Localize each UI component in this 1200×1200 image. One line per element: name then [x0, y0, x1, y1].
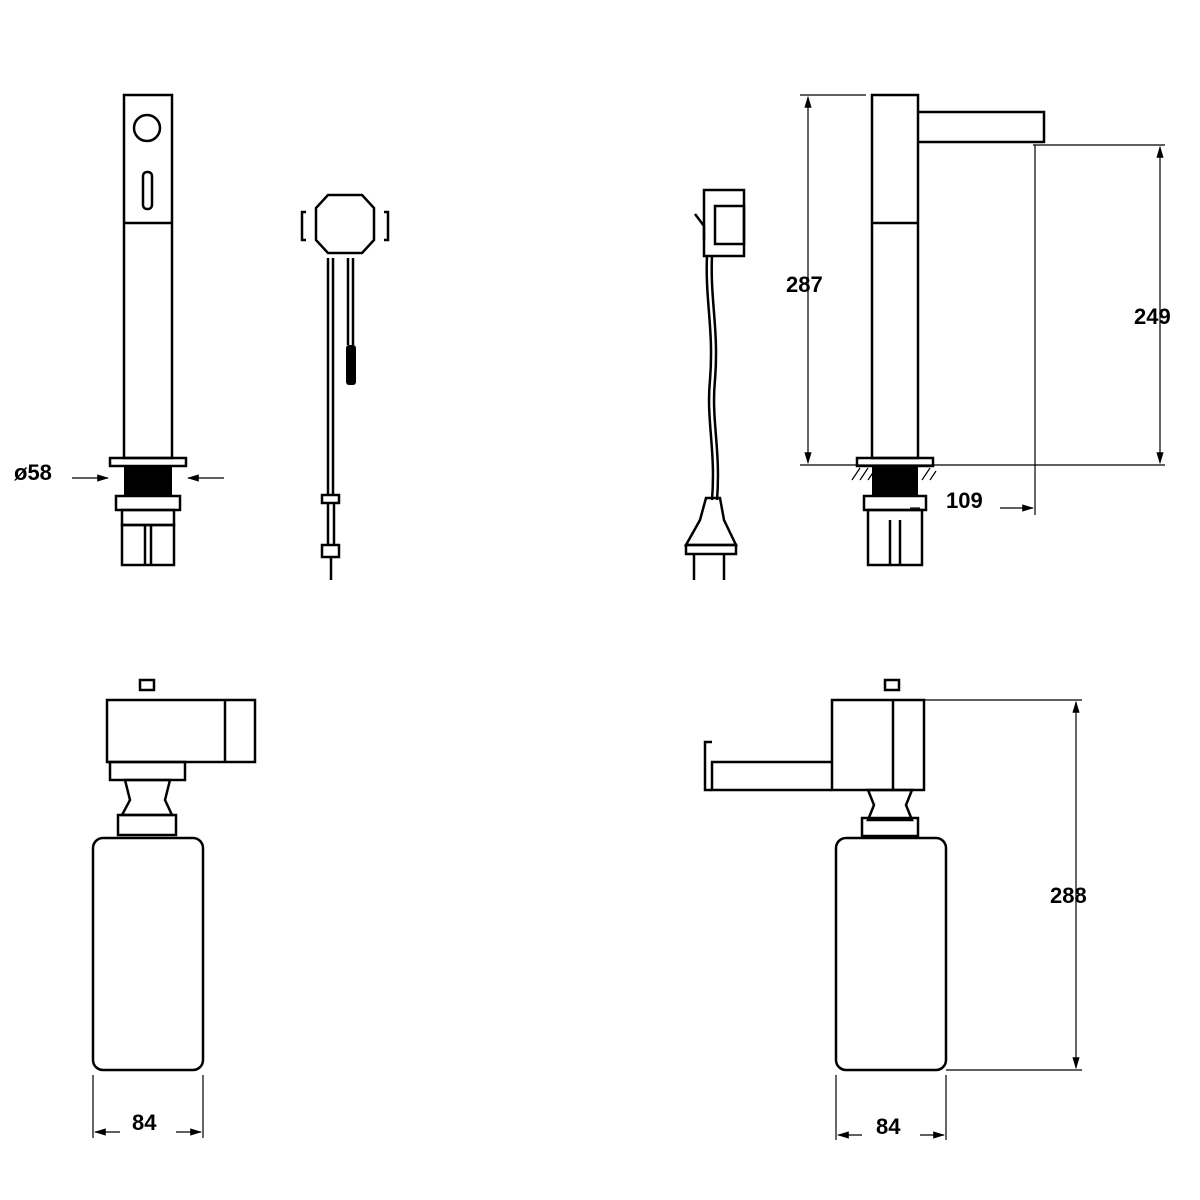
diameter-label: ø58	[14, 460, 52, 485]
power-cable	[683, 188, 746, 580]
faucet-height-label: 287	[786, 272, 823, 297]
spout-height-label: 249	[1134, 304, 1171, 329]
dispenser-front-view: 84	[91, 678, 257, 1138]
bottle-width-left-label: 84	[132, 1110, 157, 1135]
faucet-front-view: ø58	[14, 93, 224, 567]
spout-reach-label: 109	[946, 488, 983, 513]
sensor-icon	[132, 113, 162, 143]
faucet-side-view: 287 249 109	[786, 93, 1171, 567]
dispenser-height-label: 288	[1050, 883, 1087, 908]
mounting-bracket	[300, 193, 390, 580]
dispenser-side-view: 84 288	[703, 678, 1087, 1140]
bottle-width-right-label: 84	[876, 1114, 901, 1139]
